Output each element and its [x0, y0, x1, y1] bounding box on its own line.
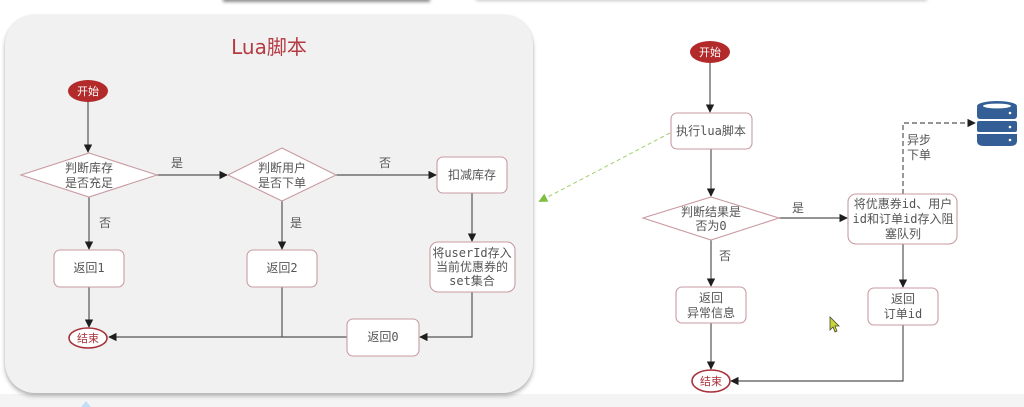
right-start-node: 开始 — [690, 41, 730, 63]
process-text: 返回2 — [266, 261, 297, 275]
end-text: 结束 — [700, 375, 722, 388]
blue-marker-icon — [81, 401, 91, 407]
process-box — [847, 193, 958, 245]
check-stock-decision: 判断库存 是否充足 — [19, 152, 159, 198]
edge-label-no: 否 — [99, 216, 111, 230]
process-text-line: 塞队列 — [885, 226, 921, 241]
edge-label-yes: 是 — [171, 156, 183, 170]
process-text: 返回1 — [73, 261, 104, 275]
process-text: 执行lua脚本 — [676, 123, 746, 138]
left-start-node: 开始 — [68, 80, 108, 102]
mouse-pointer-icon — [829, 316, 840, 333]
return-1-node: 返回1 — [53, 249, 125, 288]
return-2-node: 返回2 — [246, 249, 318, 288]
start-ellipse — [690, 41, 730, 63]
check-user-ordered-decision: 判断用户 是否下单 — [226, 147, 338, 202]
decision-text-line: 判断库存 — [65, 160, 113, 175]
left-end-node: 结束 — [68, 327, 108, 349]
enqueue-order-node: 将优惠券id、用户 id和订单id存入阻 塞队列 — [847, 193, 958, 245]
process-box — [436, 156, 508, 194]
process-text-line: 订单id — [884, 307, 922, 321]
decision-diamond — [19, 152, 159, 198]
decision-text-line: 判断用户 — [258, 160, 306, 175]
decision-text-line: 是否下单 — [258, 176, 306, 190]
edge-label-no: 否 — [719, 249, 731, 263]
reference-arrow-to-lua-panel — [538, 132, 671, 202]
add-user-to-set-node: 将userId存入 当前优惠券的 set集合 — [429, 241, 516, 293]
decision-diamond — [641, 196, 781, 241]
start-text: 开始 — [699, 45, 721, 59]
lua-script-panel: Lua脚本 — [5, 15, 533, 393]
decision-text-line: 否为0 — [695, 219, 726, 233]
edge-return-id-to-end — [730, 325, 904, 386]
return-error-node: 返回 异常信息 — [675, 286, 747, 324]
process-box — [867, 287, 939, 326]
process-text-line: id和订单id存入阻 — [853, 212, 954, 226]
process-box — [53, 249, 125, 288]
left-connectors — [83, 102, 477, 342]
async-label-line: 异步 — [907, 133, 931, 147]
execute-lua-node: 执行lua脚本 — [670, 112, 753, 150]
decision-text-line: 是否充足 — [65, 175, 113, 190]
edge-set-to-return0 — [419, 292, 473, 342]
start-text: 开始 — [77, 84, 99, 98]
decision-text-line: 判断结果是 — [681, 204, 741, 219]
process-text-line: 将优惠券id、用户 — [854, 196, 952, 211]
end-text: 结束 — [77, 332, 99, 345]
check-result-decision: 判断结果是 否为0 — [641, 196, 781, 241]
panel-title: Lua脚本 — [231, 35, 307, 59]
edge-label-no: 否 — [379, 156, 391, 170]
right-end-node: 结束 — [691, 369, 731, 393]
process-text-line: set集合 — [449, 273, 495, 288]
deduct-stock-node: 扣减库存 — [436, 156, 508, 194]
edge-label-yes: 是 — [290, 216, 302, 230]
process-text: 扣减库存 — [448, 167, 496, 182]
process-text-line: 异常信息 — [687, 305, 735, 320]
start-ellipse — [68, 80, 108, 102]
bottom-bar — [0, 394, 1024, 407]
return-0-node: 返回0 — [346, 318, 420, 357]
process-text-line: 当前优惠券的 — [436, 259, 508, 274]
process-box — [346, 318, 420, 357]
end-ellipse — [68, 327, 108, 349]
process-box — [675, 286, 747, 324]
async-label-line: 下单 — [907, 148, 931, 162]
end-ellipse — [691, 369, 731, 393]
process-box — [429, 241, 516, 293]
decision-diamond — [226, 147, 338, 202]
process-box — [246, 249, 318, 288]
right-connectors — [705, 63, 976, 386]
process-text-line: 返回 — [699, 291, 723, 305]
edge-label-yes: 是 — [792, 201, 804, 215]
process-text-line: 将userId存入 — [432, 246, 511, 260]
process-text-line: 返回 — [891, 292, 915, 306]
return-order-id-node: 返回 订单id — [867, 287, 939, 326]
process-box — [670, 112, 753, 150]
process-text: 返回0 — [367, 330, 398, 344]
database-icon — [977, 101, 1017, 146]
